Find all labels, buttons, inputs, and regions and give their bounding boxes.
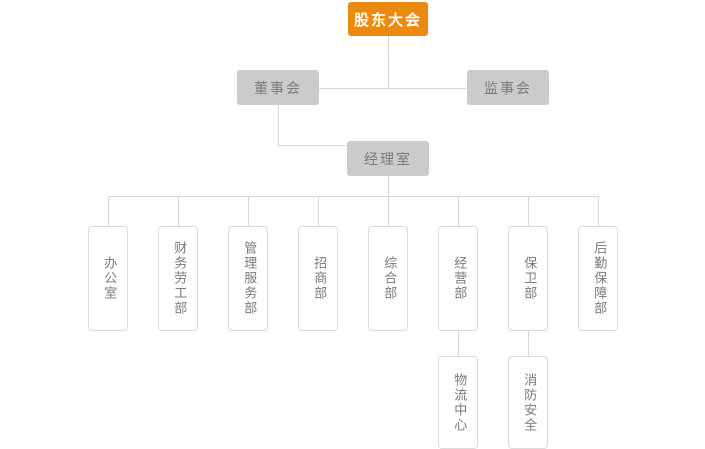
connector-drop-dept-6: [458, 196, 459, 226]
node-department-finance-labor[interactable]: 财务劳工部: [158, 226, 198, 331]
node-label: 股东大会: [353, 10, 422, 29]
connector-drop-subdept-2: [528, 331, 529, 356]
connector-root-down: [388, 36, 389, 88]
node-label: 经营部: [451, 256, 467, 301]
node-board-of-supervisors[interactable]: 监事会: [467, 70, 549, 105]
node-department-general[interactable]: 综合部: [368, 226, 408, 331]
connector-level2-bus: [319, 88, 467, 89]
node-board-of-directors[interactable]: 董事会: [237, 70, 319, 105]
node-department-operations[interactable]: 经营部: [438, 226, 478, 331]
node-label: 监事会: [484, 80, 532, 97]
connector-drop-dept-5: [388, 196, 389, 226]
node-label: 保卫部: [521, 256, 537, 301]
node-department-management-service[interactable]: 管理服务部: [228, 226, 268, 331]
node-department-security[interactable]: 保卫部: [508, 226, 548, 331]
node-label: 经理室: [364, 151, 412, 168]
node-label: 办公室: [101, 256, 117, 301]
connector-drop-dept-8: [598, 196, 599, 226]
node-label: 管理服务部: [241, 241, 257, 316]
connector-board-to-manager: [278, 145, 348, 146]
connector-board-down: [278, 105, 279, 145]
connector-drop-dept-4: [318, 196, 319, 226]
connector-drop-dept-7: [528, 196, 529, 226]
node-department-logistics-support[interactable]: 后勤保障部: [578, 226, 618, 331]
node-department-investment[interactable]: 招商部: [298, 226, 338, 331]
node-label: 财务劳工部: [171, 241, 187, 316]
connector-department-bus: [108, 196, 598, 197]
connector-manager-down: [388, 175, 389, 196]
node-subdepartment-logistics-center[interactable]: 物流中心: [438, 356, 478, 449]
node-shareholders-meeting[interactable]: 股东大会: [348, 2, 428, 36]
connector-drop-dept-1: [108, 196, 109, 226]
node-label: 招商部: [311, 256, 327, 301]
connector-drop-dept-2: [178, 196, 179, 226]
node-label: 综合部: [381, 256, 397, 301]
node-managers-office[interactable]: 经理室: [347, 141, 429, 176]
node-label: 物流中心: [451, 372, 467, 433]
node-department-office[interactable]: 办公室: [88, 226, 128, 331]
node-label: 消防安全: [521, 372, 537, 433]
connector-drop-subdept-1: [458, 331, 459, 356]
connector-drop-dept-3: [248, 196, 249, 226]
node-subdepartment-fire-safety[interactable]: 消防安全: [508, 356, 548, 449]
node-label: 后勤保障部: [591, 241, 607, 316]
node-label: 董事会: [254, 80, 302, 97]
